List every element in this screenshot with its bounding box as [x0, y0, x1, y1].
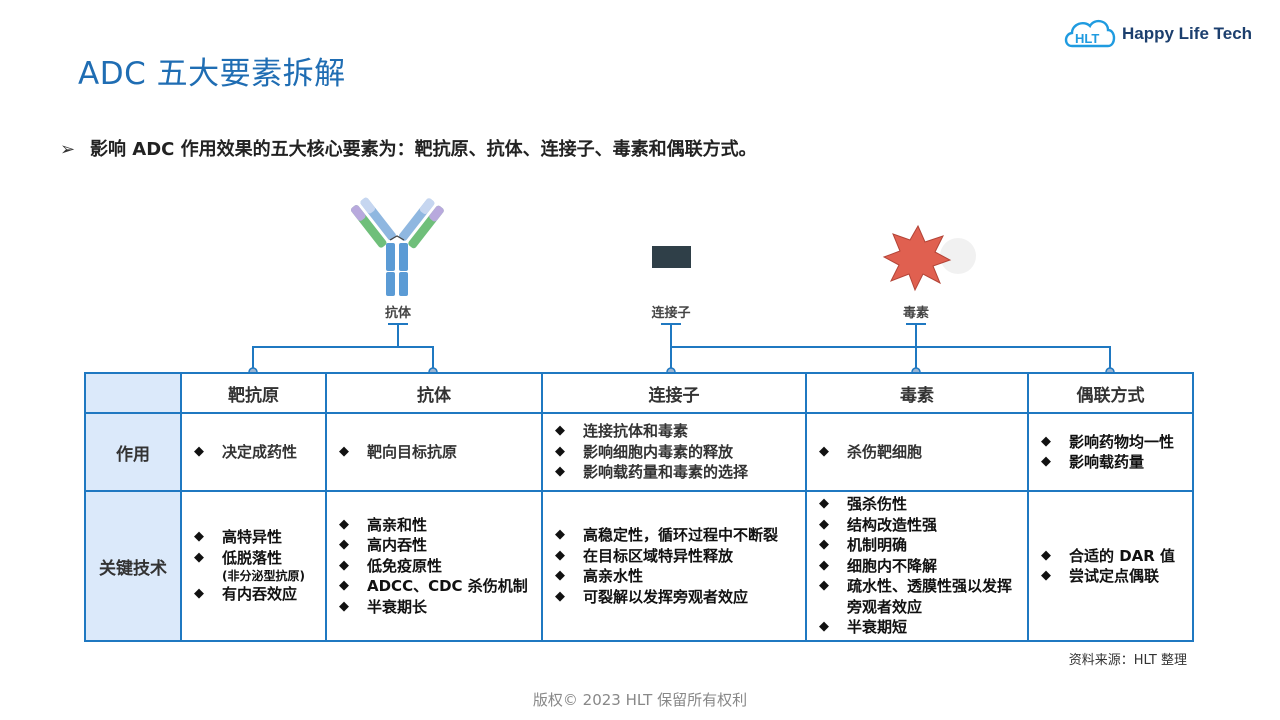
diamond-bullet-icon: ◆	[555, 547, 565, 563]
column-header-conjugation: 偶联方式	[1027, 372, 1194, 414]
antibody-label: 抗体	[384, 306, 411, 321]
list-item: ◆在目标区域特异性释放	[555, 546, 734, 565]
diamond-bullet-icon: ◆	[819, 443, 829, 459]
diamond-bullet-icon: ◆	[819, 619, 829, 635]
list-item: ◆靶向目标抗原	[339, 442, 458, 461]
list-item: ◆疏水性、透膜性强以发挥旁观者效应	[819, 577, 1013, 616]
table-row: 关键技术 ◆高特异性 ◆低脱落性(非分泌型抗原) ◆有内吞效应 ◆高亲和性 ◆高…	[84, 490, 1194, 642]
list-item: ◆机制明确	[819, 536, 908, 555]
table-cell: ◆高稳定性，循环过程中不断裂 ◆在目标区域特异性释放 ◆高亲水性 ◆可裂解以发挥…	[541, 490, 807, 642]
list-item: ◆强杀伤性	[819, 495, 908, 514]
diamond-bullet-icon: ◆	[339, 598, 349, 614]
diamond-bullet-icon: ◆	[819, 557, 829, 573]
copyright-footer: 版权© 2023 HLT 保留所有权利	[532, 691, 748, 709]
linker-label: 连接子	[651, 306, 691, 321]
list-item: ◆半衰期长	[339, 597, 428, 616]
element-diagram	[248, 197, 1115, 377]
diamond-bullet-icon: ◆	[555, 464, 565, 480]
diamond-bullet-icon: ◆	[819, 516, 829, 532]
brand-logo: HLT Happy Life Tech	[1062, 14, 1262, 54]
list-item: ◆低脱落性(非分泌型抗原)	[192, 548, 319, 585]
list-item: ◆杀伤靶细胞	[819, 442, 923, 461]
diamond-bullet-icon: ◆	[194, 549, 204, 565]
page-title: ADC 五大要素拆解	[78, 56, 346, 92]
list-item: ◆影响载药量	[1041, 453, 1145, 471]
table-cell: ◆高亲和性 ◆高内吞性 ◆低免疫原性 ◆ADCC、CDC 杀伤机制 ◆半衰期长	[325, 490, 543, 642]
diamond-bullet-icon: ◆	[1041, 547, 1051, 563]
column-header-linker: 连接子	[541, 372, 807, 414]
column-header-target-antigen: 靶抗原	[180, 372, 327, 414]
arrow-bullet-icon: ➢	[60, 139, 76, 160]
table-row: 作用 ◆决定成药性 ◆靶向目标抗原 ◆连接抗体和毒素 ◆影响细胞内毒素的释放 ◆…	[84, 412, 1194, 492]
diamond-bullet-icon: ◆	[339, 516, 349, 532]
elements-table: 靶抗原 抗体 连接子 毒素 偶联方式 作用 ◆决定成药性 ◆靶向目标抗原 ◆连接…	[84, 372, 1194, 642]
diamond-bullet-icon: ◆	[819, 537, 829, 553]
list-item: ◆可裂解以发挥旁观者效应	[555, 587, 749, 606]
list-item: ◆细胞内不降解	[819, 556, 938, 575]
table-cell: ◆靶向目标抗原	[325, 412, 543, 492]
diamond-bullet-icon: ◆	[339, 443, 349, 459]
list-item: ◆半衰期短	[819, 618, 908, 637]
toxin-label: 毒素	[902, 306, 929, 321]
list-item: ◆高亲和性	[339, 515, 428, 534]
table-cell: ◆强杀伤性 ◆结构改造性强 ◆机制明确 ◆细胞内不降解 ◆疏水性、透膜性强以发挥…	[805, 490, 1029, 642]
brand-name: Happy Life Tech	[1122, 24, 1253, 43]
svg-text:HLT: HLT	[1075, 31, 1099, 46]
list-item: ◆高特异性	[194, 528, 283, 547]
table-cell: ◆高特异性 ◆低脱落性(非分泌型抗原) ◆有内吞效应	[180, 490, 327, 642]
table-cell: ◆影响药物均一性 ◆影响载药量	[1027, 412, 1194, 492]
table-corner	[84, 372, 182, 414]
diamond-bullet-icon: ◆	[194, 586, 204, 602]
list-item: ◆影响细胞内毒素的释放	[555, 442, 734, 461]
table-cell: ◆决定成药性	[180, 412, 327, 492]
antibody-icon	[350, 197, 444, 296]
diamond-bullet-icon: ◆	[555, 568, 565, 583]
diamond-bullet-icon: ◆	[339, 578, 349, 594]
list-item: ◆结构改造性强	[819, 515, 938, 534]
toxin-icon	[882, 224, 976, 292]
diamond-bullet-icon: ◆	[339, 557, 349, 573]
list-item: ◆低免疫原性	[339, 556, 443, 575]
intro-text: 影响 ADC 作用效果的五大核心要素为：靶抗原、抗体、连接子、毒素和偶联方式。	[90, 139, 757, 160]
cloud-hlt-logo-icon: HLT	[1064, 19, 1116, 48]
table-cell: ◆合适的 DAR 值 ◆尝试定点偶联	[1027, 490, 1194, 642]
list-item: ◆高亲水性	[555, 567, 644, 585]
diamond-bullet-icon: ◆	[1041, 433, 1051, 449]
list-item: ◆影响药物均一性	[1041, 432, 1175, 451]
list-item: ◆合适的 DAR 值	[1041, 546, 1176, 565]
list-item-note: (非分泌型抗原)	[222, 569, 305, 584]
diamond-bullet-icon: ◆	[555, 443, 565, 459]
column-header-toxin: 毒素	[805, 372, 1029, 414]
diamond-bullet-icon: ◆	[819, 578, 829, 594]
row-header-key-tech: 关键技术	[84, 490, 182, 642]
list-item: ◆影响载药量和毒素的选择	[555, 463, 749, 482]
diamond-bullet-icon: ◆	[1041, 568, 1051, 583]
table-header-row: 靶抗原 抗体 连接子 毒素 偶联方式	[84, 372, 1194, 414]
table-cell: ◆杀伤靶细胞	[805, 412, 1029, 492]
list-item: ◆尝试定点偶联	[1041, 567, 1160, 585]
diamond-bullet-icon: ◆	[339, 537, 349, 553]
list-item: ◆有内吞效应	[194, 585, 298, 604]
column-header-antibody: 抗体	[325, 372, 543, 414]
diamond-bullet-icon: ◆	[194, 443, 204, 459]
diamond-bullet-icon: ◆	[194, 529, 204, 545]
diamond-bullet-icon: ◆	[555, 588, 565, 604]
list-item: ◆ADCC、CDC 杀伤机制	[339, 577, 528, 596]
intro-bullet: ➢ 影响 ADC 作用效果的五大核心要素为：靶抗原、抗体、连接子、毒素和偶联方式。	[60, 135, 757, 161]
table-cell: ◆连接抗体和毒素 ◆影响细胞内毒素的释放 ◆影响载药量和毒素的选择	[541, 412, 807, 492]
diamond-bullet-icon: ◆	[555, 527, 565, 542]
row-header-function: 作用	[84, 412, 182, 492]
linker-icon	[652, 246, 691, 268]
diamond-bullet-icon: ◆	[819, 496, 829, 512]
diamond-bullet-icon: ◆	[1041, 454, 1051, 469]
list-item: ◆高内吞性	[339, 536, 428, 555]
list-item: ◆高稳定性，循环过程中不断裂	[555, 526, 779, 544]
list-item: ◆决定成药性	[194, 442, 298, 461]
diamond-bullet-icon: ◆	[555, 423, 565, 439]
source-note: 资料来源：HLT 整理	[1068, 653, 1187, 668]
list-item: ◆连接抗体和毒素	[555, 422, 689, 441]
